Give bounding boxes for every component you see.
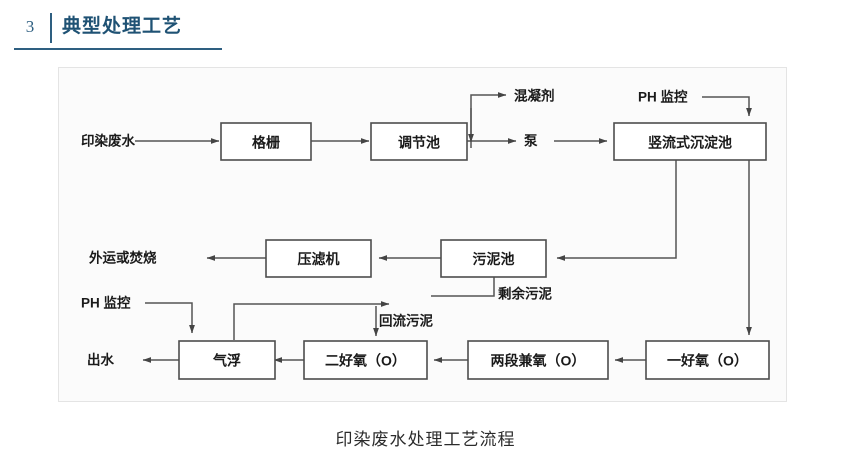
- edge-airfloat-return-sludge: [233, 301, 390, 340]
- node-anoxic-2-stage[interactable]: 两段兼氧（O）: [467, 340, 609, 380]
- label-pump: 泵: [524, 134, 538, 149]
- section-header: 3 典型处理工艺: [0, 8, 230, 50]
- label-effluent: 出水: [87, 352, 114, 368]
- node-settle-tank[interactable]: 竖流式沉淀池: [613, 122, 767, 161]
- node-reg-tank-label: 调节池: [398, 135, 440, 151]
- node-sludge-tank[interactable]: 污泥池: [440, 239, 547, 278]
- label-excess-sludge: 剩余污泥: [498, 286, 552, 302]
- edge-ph1-to-settletank: [702, 96, 752, 117]
- node-filter-press-label: 压滤机: [298, 251, 340, 267]
- header-underline: [14, 48, 222, 50]
- node-aerobic-1-label: 一好氧（O）: [667, 353, 748, 369]
- node-air-flotation-label: 气浮: [212, 353, 241, 369]
- free-labels-layer: 印染废水 混凝剂 泵 PH 监控 外运或焚烧 剩余污泥 PH 监控 回流污泥 出…: [81, 88, 688, 368]
- node-grate[interactable]: 格栅: [220, 122, 312, 161]
- process-flow-diagram: 格栅 调节池 竖流式沉淀池 压滤机 污泥池 气浮: [58, 67, 787, 402]
- label-ph-monitor-2: PH 监控: [81, 295, 131, 311]
- node-reg-tank[interactable]: 调节池: [370, 122, 468, 161]
- label-return-sludge: 回流污泥: [379, 313, 433, 329]
- label-influent: 印染废水: [81, 133, 135, 149]
- edge-settletank-to-sludge: [556, 160, 677, 261]
- page-title: 典型处理工艺: [62, 16, 183, 37]
- node-sludge-tank-label: 污泥池: [473, 251, 515, 267]
- node-aerobic-2[interactable]: 二好氧（O）: [303, 340, 428, 380]
- node-filter-press[interactable]: 压滤机: [265, 239, 372, 278]
- node-aerobic-2-label: 二好氧（O）: [325, 353, 406, 369]
- label-coagulant: 混凝剂: [514, 88, 555, 104]
- node-anoxic-2-stage-label: 两段兼氧（O）: [491, 353, 586, 369]
- nodes-layer: 格栅 调节池 竖流式沉淀池 压滤机 污泥池 气浮: [178, 122, 770, 380]
- edge-junction-to-coagulant: [470, 92, 507, 148]
- label-export-burn: 外运或焚烧: [89, 250, 157, 266]
- node-aerobic-1[interactable]: 一好氧（O）: [645, 340, 770, 380]
- header-divider: [50, 13, 52, 43]
- node-grate-label: 格栅: [252, 135, 280, 151]
- figure-caption: 印染废水处理工艺流程: [335, 430, 516, 449]
- label-ph-monitor-1: PH 监控: [638, 89, 688, 105]
- section-number: 3: [25, 17, 35, 36]
- node-air-flotation[interactable]: 气浮: [178, 340, 276, 380]
- flow-diagram-svg: 格栅 调节池 竖流式沉淀池 压滤机 污泥池 气浮: [81, 88, 770, 380]
- edges-layer: [135, 92, 752, 363]
- edge-ph2-to-airfloat: [145, 302, 195, 334]
- node-settle-tank-label: 竖流式沉淀池: [648, 135, 732, 151]
